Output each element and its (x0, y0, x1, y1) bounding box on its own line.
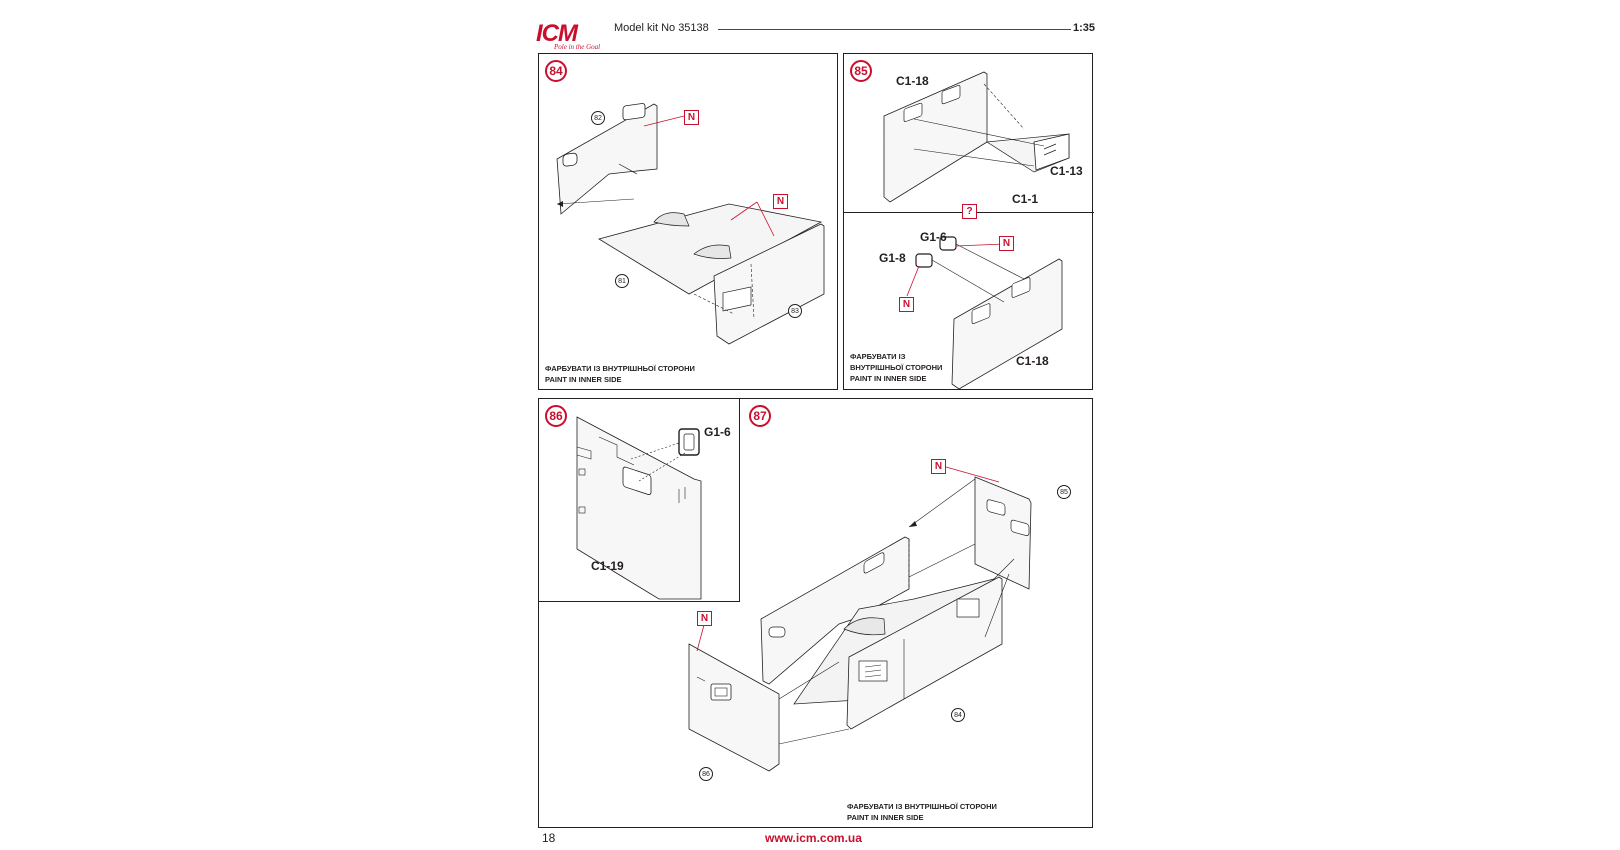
part-g1-6-label: G1-6 (704, 425, 731, 439)
paint-inner-note-en: PAINT IN INNER SIDE (545, 375, 622, 384)
part-c1-18-lower-label: C1-18 (1016, 354, 1049, 368)
header-rule (718, 29, 1071, 30)
paint-inner-note-en: PAINT IN INNER SIDE (847, 813, 924, 822)
paint-inner-note-ua: ФАРБУВАТИ ІЗ ВНУТРІШНЬОЇ СТОРОНИ (847, 802, 997, 811)
part-g1-8-label: G1-8 (879, 251, 906, 265)
step-86-drawing (576, 416, 702, 600)
brand-tagline: Pole in the Goal (554, 43, 601, 51)
step-86-badge: 86 (545, 405, 567, 427)
page-number: 18 (542, 831, 556, 845)
paint-inner-note-en: PAINT IN INNER SIDE (850, 374, 927, 383)
step-85-drawing (883, 71, 1070, 390)
part-c1-1-label: C1-1 (1012, 192, 1039, 206)
part-c1-19-label: C1-19 (591, 559, 624, 573)
paint-marker-n: N (773, 194, 788, 209)
step-85-panel: 85 C1-18 C1-13 C1-1 ? G1-6 G1-8 C1-18 N … (843, 53, 1094, 390)
part-84-callout: 84 (951, 708, 965, 722)
paint-marker-n: N (899, 297, 914, 312)
part-83-callout: 83 (788, 304, 802, 318)
question-marker: ? (962, 204, 977, 219)
paint-inner-note-ua-1: ФАРБУВАТИ ІЗ (850, 352, 906, 361)
paint-inner-note-ua: ФАРБУВАТИ ІЗ ВНУТРІШНЬОЇ СТОРОНИ (545, 364, 695, 373)
part-86-callout: 86 (699, 767, 713, 781)
part-82-callout: 82 (591, 111, 605, 125)
step-84-drawing (556, 103, 825, 345)
paint-inner-note: ФАРБУВАТИ ІЗ ВНУТРІШНЬОЇ СТОРОНИ PAINT I… (847, 801, 997, 823)
paint-inner-note: ФАРБУВАТИ ІЗ ВНУТРІШНЬОЇ СТОРОНИ PAINT I… (545, 363, 695, 385)
part-g1-6-label: G1-6 (920, 230, 947, 244)
paint-marker-n: N (931, 459, 946, 474)
step-84-panel: 84 82 81 83 N N ФАРБУВАТИ ІЗ ВНУТРІШНЬОЇ… (538, 53, 838, 390)
paint-inner-note: ФАРБУВАТИ ІЗ ВНУТРІШНЬОЇ СТОРОНИ PAINT I… (850, 351, 942, 384)
step-85-badge: 85 (850, 60, 872, 82)
scale-label: 1:35 (1073, 22, 1096, 34)
step-86-panel: 86 G1-6 C1-19 (538, 398, 740, 602)
part-81-callout: 81 (615, 274, 629, 288)
part-c1-18-label: C1-18 (896, 74, 929, 88)
step-87-badge: 87 (749, 405, 771, 427)
part-c1-13-label: C1-13 (1050, 164, 1083, 178)
paint-marker-n: N (684, 110, 699, 125)
website-link[interactable]: www.icm.com.ua (765, 831, 862, 845)
brand-logo: ICM (536, 20, 578, 47)
part-85-callout: 85 (1057, 485, 1071, 499)
model-kit-number: Model kit No 35138 (614, 22, 709, 34)
paint-inner-note-ua-2: ВНУТРІШНЬОЇ СТОРОНИ (850, 363, 943, 372)
paint-marker-n: N (999, 236, 1014, 251)
paint-marker-n: N (697, 611, 712, 626)
step-84-badge: 84 (545, 60, 567, 82)
step-87-drawing (688, 466, 1032, 772)
